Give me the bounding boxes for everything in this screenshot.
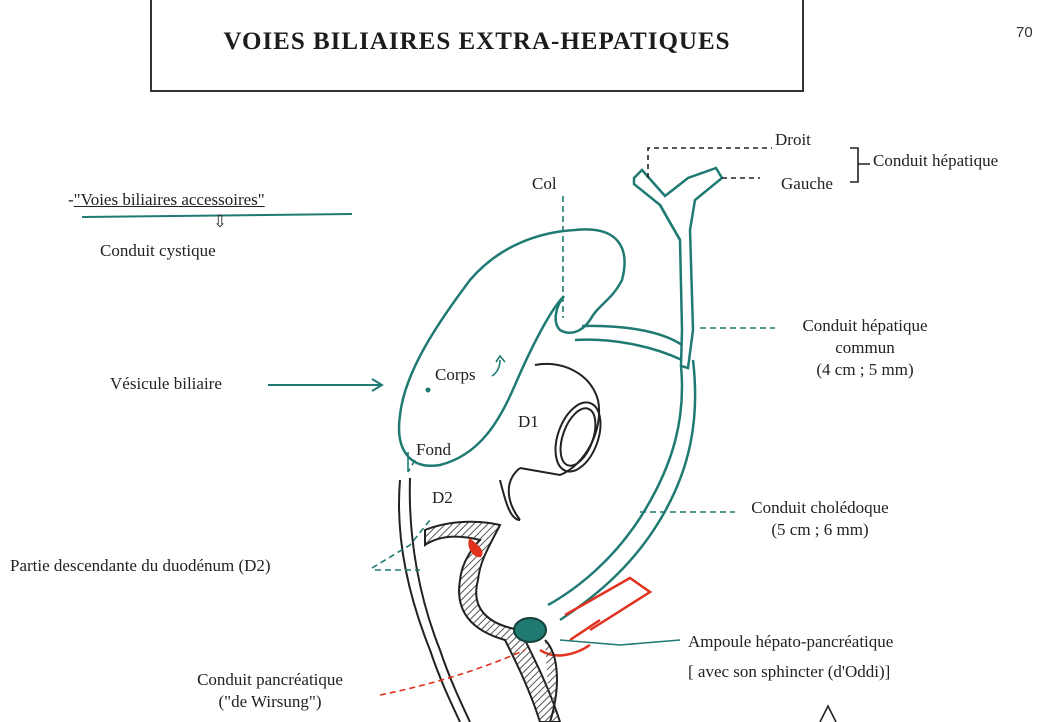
conduit-hepatique-commun-3: (4 cm ; 5 mm) [770,360,960,380]
col-label: Col [532,174,557,194]
corps-label: Corps [435,365,476,385]
conduit-hepatique-commun-1: Conduit hépatique [770,316,960,336]
hepatic-ducts [634,168,722,368]
vesicule-biliaire-label: Vésicule biliaire [110,374,222,394]
droit-label: Droit [775,130,811,150]
corps-arrow [492,356,505,376]
conduit-choledoque-2: (5 cm ; 6 mm) [730,520,910,540]
conduit-cystique-label: Conduit cystique [100,241,216,261]
conduit-hepatique-commun-2: commun [770,338,960,358]
conduit-pancreatique-1: Conduit pancréatique [170,670,370,690]
conduit-pancreatique-2: ("de Wirsung") [170,692,370,712]
d2-label: D2 [432,488,453,508]
gallbladder [399,229,624,465]
conduit-choledoque-1: Conduit cholédoque [730,498,910,518]
ampoule-leader [560,640,680,645]
conduit-hepatique-label: Conduit hépatique [873,151,998,171]
hepatic-brackets [648,148,772,178]
ampoule-label-1: Ampoule hépato-pancréatique [688,632,893,652]
d1-label: D1 [518,412,539,432]
cystic-duct-inner [575,340,682,360]
corps-dot [426,388,431,393]
common-bile-duct [548,360,695,620]
gauche-label: Gauche [781,174,833,194]
duodenum-d1 [509,364,609,520]
pancreatic-leader [380,650,525,695]
fond-label: Fond [416,440,451,460]
hepatic-bracket [850,148,870,182]
ampoule-label-2: [ avec son sphincter (d'Oddi)] [688,662,890,682]
accessoires-label: -"Voies biliaires accessoires" [68,190,265,210]
bottom-arrow [820,706,836,722]
cystic-duct [582,326,682,345]
partie-descendante-label: Partie descendante du duodénum (D2) [10,556,271,576]
down-arrow: ⇩ [205,212,235,232]
leader-lines [372,196,775,570]
